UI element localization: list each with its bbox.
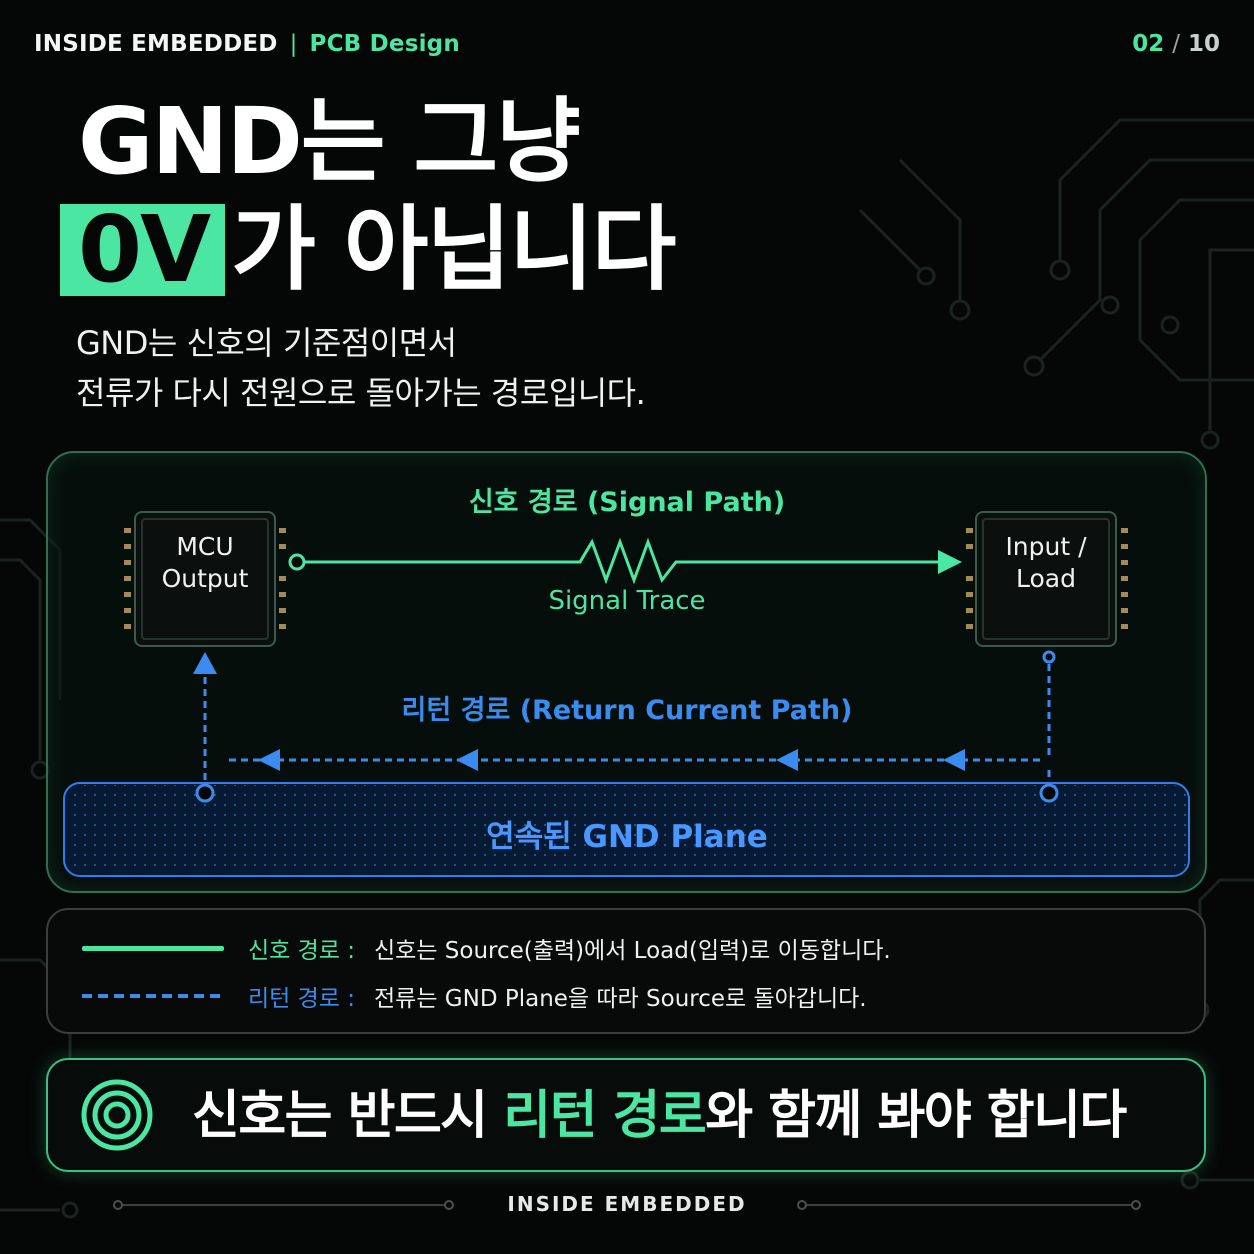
gnd-plane-label: 연속된 GND Plane [486,819,768,855]
arrow-left-icon [776,749,798,771]
arrow-left-icon [456,749,478,771]
footer-line-left [118,1204,448,1206]
key-message-post: 와 함께 봐야 합니다 [705,1086,1127,1146]
legend-signal-desc: 신호는 Source(출력)에서 Load(입력)로 이동합니다. [374,938,891,964]
target-icon [81,1079,153,1151]
page-counter: 02 / 10 [1132,28,1220,60]
title-highlight: 0V [60,198,226,302]
key-message: 신호는 반드시 리턴 경로와 함께 봐야 합니다 [192,1084,1127,1148]
load-chip: Input / Load [975,511,1117,647]
mcu-chip-label: MCU Output [136,531,274,595]
signal-path-label: 신호 경로 (Signal Path) [468,487,786,518]
mcu-label-line-1: MCU [176,532,234,561]
arrow-left-icon [258,749,280,771]
header-bar: INSIDE EMBEDDED | PCB Design [34,28,460,60]
signal-trace-label: Signal Trace [548,586,706,616]
signal-trace [288,537,940,585]
load-label-line-1: Input / [1005,532,1087,561]
load-ground-node [1042,650,1056,664]
legend-return-desc: 전류는 GND Plane을 따라 Source로 돌아갑니다. [374,986,867,1012]
load-chip-label: Input / Load [977,531,1115,595]
load-label-line-2: Load [1016,564,1076,593]
arrow-left-icon [943,749,965,771]
title-line-2-rest: 가 아닙니다 [231,196,676,303]
load-chip-pins [966,528,1128,629]
page-total: 10 [1187,31,1220,57]
return-path [203,664,1051,782]
legend-return-swatch [82,994,224,998]
return-path-label: 리턴 경로 (Return Current Path) [401,695,853,726]
page-title: GND는 그냥 0V 가 아닙니다 [60,88,676,303]
key-message-accent: 리턴 경로 [503,1086,706,1146]
legend-return-key: 리턴 경로 : [248,986,356,1012]
subtitle: GND는 신호의 기준점이면서 전류가 다시 전원으로 돌아가는 경로입니다. [76,318,646,418]
footer-line-right [802,1204,1136,1206]
key-message-banner [46,1058,1206,1172]
load-via [1039,783,1059,803]
title-line-1: GND는 그냥 [78,88,581,195]
arrow-right-icon [938,550,962,574]
page-separator: / [1172,31,1180,57]
subtitle-line-2: 전류가 다시 전원으로 돌아가는 경로입니다. [76,374,646,412]
legend-signal-swatch [82,945,224,951]
section-name: PCB Design [309,31,460,57]
title-line-2: 0V 가 아닙니다 [60,196,676,303]
header-separator: | [289,31,298,57]
legend-signal-key: 신호 경로 : [248,938,356,964]
mcu-chip-pins [124,528,286,629]
mcu-chip: MCU Output [134,511,276,647]
arrow-up-icon [193,652,217,674]
legend-card [46,908,1206,1034]
brand-name: INSIDE EMBEDDED [34,31,278,57]
key-message-pre: 신호는 반드시 [192,1086,504,1146]
subtitle-line-1: GND는 신호의 기준점이면서 [76,324,457,362]
mcu-via [195,783,215,803]
mcu-label-line-2: Output [161,564,249,593]
footer-brand: INSIDE EMBEDDED [507,1192,747,1216]
page-current: 02 [1132,31,1165,57]
